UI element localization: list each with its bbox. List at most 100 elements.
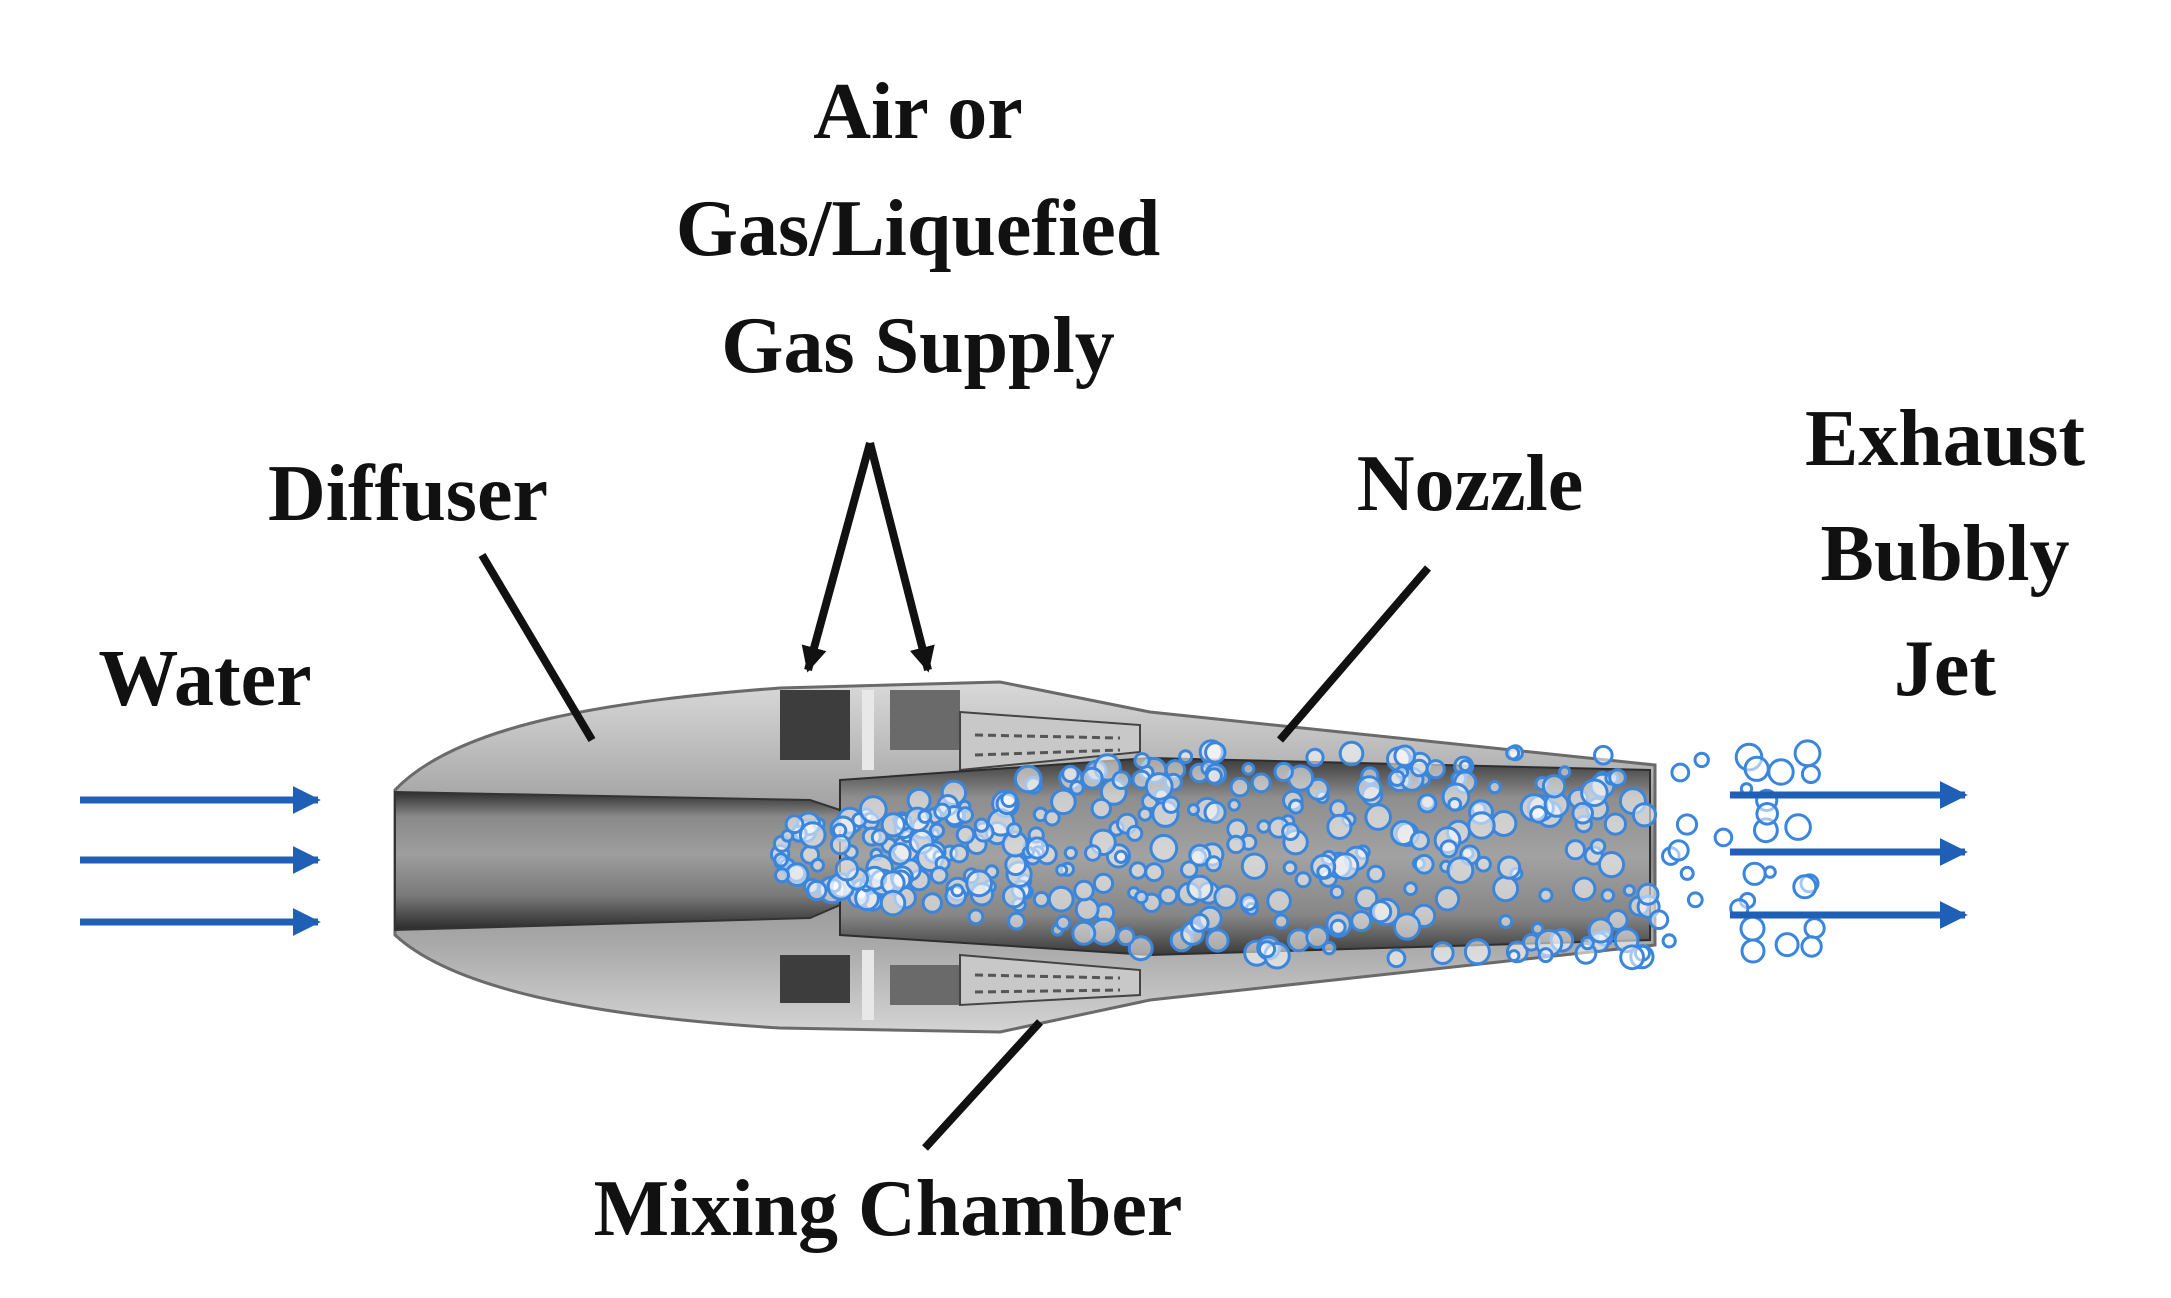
- bubble: [1055, 863, 1069, 877]
- bubble: [1305, 747, 1325, 768]
- bubble: [888, 842, 912, 866]
- water-label: Water: [98, 635, 311, 723]
- bubble: [798, 821, 827, 849]
- diffuser-leader: [478, 552, 596, 743]
- bubble: [1116, 926, 1136, 947]
- bubble: [1603, 812, 1628, 836]
- bubble: [1186, 874, 1214, 902]
- bubble: [1505, 745, 1521, 761]
- bubble: [1084, 844, 1102, 862]
- bubble: [1282, 860, 1298, 876]
- bubble: [1475, 855, 1492, 873]
- bubble: [1090, 797, 1113, 820]
- exhaust-label-line1: Exhaust: [1805, 395, 2085, 483]
- bubble: [1388, 769, 1406, 787]
- bubble: [1032, 891, 1050, 908]
- bubble: [1467, 811, 1496, 840]
- bubble: [1113, 849, 1129, 865]
- bubble: [1580, 935, 1595, 951]
- bubble: [1240, 852, 1269, 880]
- bubble: [1055, 914, 1072, 931]
- bubble: [1593, 744, 1614, 766]
- bubble: [1507, 949, 1521, 963]
- bubble: [1755, 802, 1779, 826]
- bubble: [967, 908, 985, 926]
- bubble: [1025, 836, 1050, 860]
- bubble: [1111, 770, 1132, 791]
- bubble: [1675, 813, 1699, 836]
- bubble: [1369, 900, 1393, 924]
- bubble: [1180, 860, 1199, 879]
- leader-lines: [478, 441, 1432, 1151]
- labels: Air or Gas/Liquefied Gas Supply Diffuser…: [98, 68, 2085, 1253]
- bubble: [1447, 797, 1463, 812]
- supply-label-line3: Gas Supply: [721, 302, 1115, 390]
- bubble: [1273, 913, 1290, 930]
- bubble: [1069, 780, 1085, 796]
- bubble: [1137, 806, 1153, 822]
- bubble: [879, 889, 907, 917]
- bubble: [1558, 765, 1572, 779]
- mixing-chamber-ports: [780, 690, 1141, 1020]
- bubble: [1149, 833, 1179, 863]
- bubble: [1571, 876, 1597, 902]
- bubble: [880, 812, 906, 838]
- bubble: [1241, 762, 1256, 776]
- bubble: [1134, 889, 1149, 905]
- bubble: [1338, 740, 1365, 767]
- bubble: [1600, 888, 1616, 903]
- bubble: [1133, 752, 1151, 770]
- bubble: [806, 879, 828, 902]
- bubble: [1178, 749, 1194, 765]
- bubble: [1597, 851, 1626, 879]
- bubble: [1006, 822, 1023, 839]
- bubble: [1538, 887, 1554, 903]
- bubble: [933, 802, 952, 821]
- bubble: [1446, 856, 1475, 885]
- supply-label-line1: Air or: [813, 68, 1023, 156]
- bubble: [1092, 872, 1115, 895]
- bubble: [973, 817, 990, 833]
- bubble: [1439, 839, 1459, 859]
- bubble: [1434, 886, 1461, 912]
- nozzle-label: Nozzle: [1357, 440, 1584, 528]
- bubble: [1800, 764, 1821, 785]
- bubble: [1386, 948, 1407, 969]
- bubble: [1619, 944, 1645, 971]
- bubble: [1648, 909, 1670, 931]
- bubble: [1364, 803, 1392, 831]
- bubble: [834, 857, 860, 882]
- bubble: [829, 834, 852, 856]
- bubble: [1071, 920, 1097, 946]
- bubble: [1661, 933, 1677, 949]
- bubble: [1580, 778, 1609, 808]
- bubble: [1331, 852, 1360, 881]
- gas-bubbles: [769, 739, 1826, 971]
- bubble: [1740, 938, 1766, 964]
- exhaust-label-line2: Bubbly: [1820, 510, 2069, 598]
- bubble: [1205, 855, 1222, 873]
- bubble: [1074, 896, 1100, 922]
- bubble: [1713, 827, 1734, 848]
- bubble: [858, 795, 888, 824]
- bubble: [1127, 935, 1154, 962]
- bubble: [1792, 874, 1818, 900]
- bubble: [1187, 803, 1200, 817]
- bubble: [1305, 925, 1330, 949]
- bubble: [1266, 888, 1292, 914]
- bubble: [950, 883, 965, 898]
- supply-leader-left: [801, 441, 874, 673]
- bubble: [955, 825, 976, 845]
- bubble: [1608, 768, 1627, 788]
- bubble: [1013, 764, 1043, 794]
- bubble: [784, 814, 805, 835]
- supply-leader-right: [866, 442, 935, 673]
- bubble: [1144, 862, 1165, 883]
- bubble: [1356, 775, 1383, 802]
- bubble: [1622, 884, 1636, 897]
- bubble: [1742, 861, 1767, 886]
- bubble: [1229, 776, 1251, 798]
- bubble: [774, 867, 790, 884]
- bubble: [929, 866, 949, 885]
- bubble: [1425, 759, 1446, 780]
